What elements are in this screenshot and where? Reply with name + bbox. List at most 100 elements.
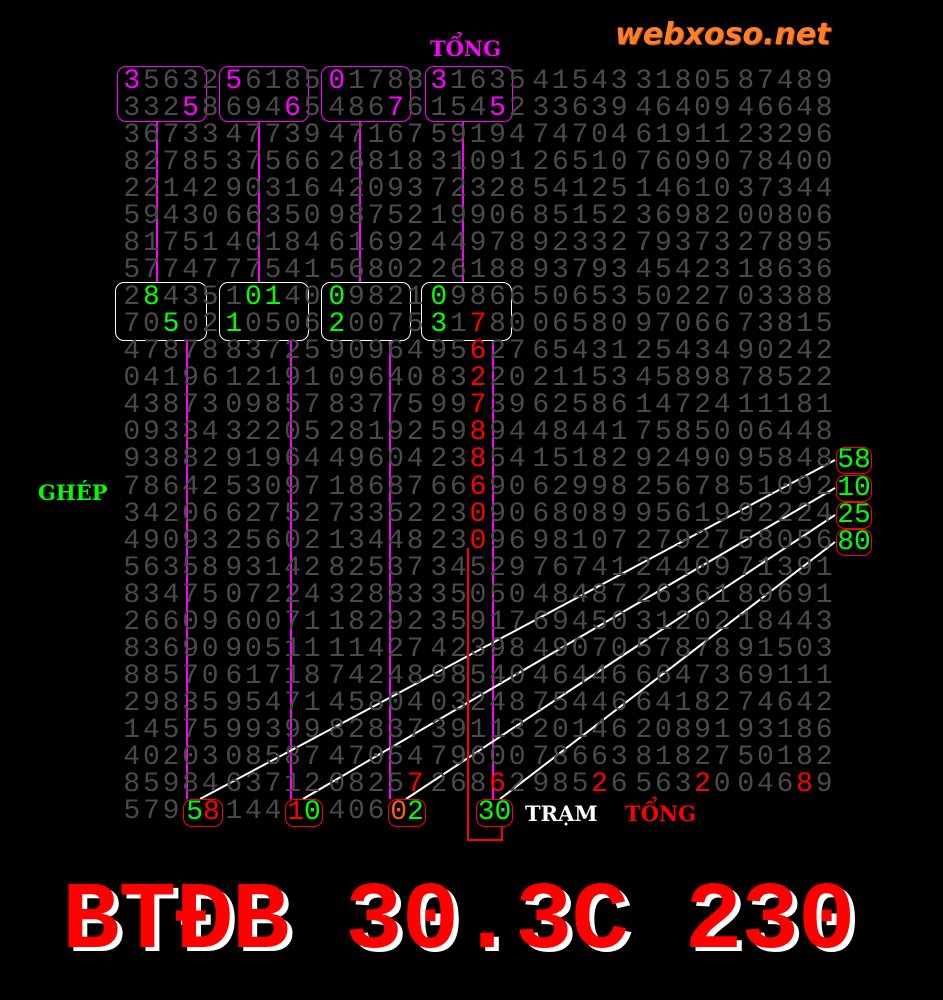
grid-number: 65431 <box>532 336 628 368</box>
grid-number: 09640 <box>328 363 424 395</box>
grid-number: 26361 <box>635 579 731 611</box>
grid-number: 01788 <box>328 65 424 97</box>
grid-number: 47878 <box>123 336 219 368</box>
grid-number: 92224 <box>737 498 833 530</box>
grid-number: 57878 <box>635 633 731 665</box>
grid-number: 93186 <box>737 715 833 747</box>
grid-number: 12191 <box>225 363 321 395</box>
grid-number: 78642 <box>123 471 219 503</box>
pair-digits: 10 <box>287 797 321 828</box>
grid-number: 13448 <box>328 525 424 557</box>
grid-number: 49093 <box>123 525 219 557</box>
grid-number: 93882 <box>123 444 219 476</box>
grid-number: 75850 <box>635 417 731 449</box>
pair-digits: 80 <box>837 527 871 558</box>
grid-number: 48676 <box>328 92 424 124</box>
grid-number: 64182 <box>635 688 731 720</box>
grid-number: 74704 <box>532 119 628 151</box>
grid-number: 56320 <box>635 769 731 801</box>
grid-number: 68089 <box>532 498 628 530</box>
grid-number: 34529 <box>430 552 526 584</box>
white-line <box>302 487 836 800</box>
grid-number: 40203 <box>123 742 219 774</box>
highlight-box-white <box>421 282 512 341</box>
grid-number: 25434 <box>635 336 731 368</box>
grid-number: 46446 <box>532 661 628 693</box>
grid-number: 26188 <box>430 254 526 286</box>
grid-number: 83725 <box>225 336 321 368</box>
grid-number: 31780 <box>430 309 526 341</box>
grid-number: 144 <box>225 796 282 828</box>
right-pair-box: 80 <box>836 527 872 558</box>
label-tong-top: TỔNG <box>430 36 502 61</box>
white-line <box>199 459 836 800</box>
grid-number: 69450 <box>532 606 628 638</box>
grid-number: 48487 <box>532 579 628 611</box>
grid-number: 36733 <box>123 119 219 151</box>
right-pair-box: 25 <box>836 500 872 531</box>
grid-number: 75446 <box>532 688 628 720</box>
grid-number: 18443 <box>737 606 833 638</box>
grid-number: 46409 <box>635 92 731 124</box>
grid-number: 29835 <box>123 688 219 720</box>
grid-number: 31635 <box>430 65 526 97</box>
grid-number: 98540 <box>430 661 526 693</box>
grid-number: 03388 <box>737 282 833 314</box>
grid-number: 32205 <box>225 417 321 449</box>
grid-number: 06448 <box>737 417 833 449</box>
grid-number: 34206 <box>123 498 219 530</box>
grid-number: 14724 <box>635 390 731 422</box>
grid-number: 28192 <box>328 417 424 449</box>
grid-number: 62586 <box>532 390 628 422</box>
grid-number: 66350 <box>225 200 321 232</box>
white-line <box>405 514 836 800</box>
pair-digits: 25 <box>837 500 871 531</box>
grid-number: 76741 <box>532 552 628 584</box>
pair-digits: 02 <box>390 797 424 828</box>
grid-number: 23854 <box>430 444 526 476</box>
grid-number: 61718 <box>225 661 321 693</box>
grid-number: 579 <box>123 796 180 828</box>
grid-number: 90316 <box>225 173 321 205</box>
grid-number: 90964 <box>328 336 424 368</box>
grid-number: 08587 <box>225 742 321 774</box>
grid-number: 23296 <box>737 119 833 151</box>
grid-number: 22142 <box>123 173 219 205</box>
grid-number: 50227 <box>635 282 731 314</box>
grid-number: 10506 <box>225 309 321 341</box>
grid-number: 11181 <box>737 390 833 422</box>
grid-number: 82785 <box>123 146 219 178</box>
grid-number: 06580 <box>532 309 628 341</box>
grid-number: 82537 <box>328 552 424 584</box>
grid-number: 83690 <box>123 633 219 665</box>
grid-number: 11427 <box>328 633 424 665</box>
grid-number: 61911 <box>635 119 731 151</box>
right-pair-box: 10 <box>836 475 872 503</box>
grid-number: 73352 <box>328 498 424 530</box>
grid-number: 56802 <box>328 254 424 286</box>
grid-number: 85984 <box>123 769 219 801</box>
grid-number: 83220 <box>430 363 526 395</box>
grid-number: 31805 <box>635 65 731 97</box>
grid-number: 36982 <box>635 200 731 232</box>
grid-number: 49604 <box>328 444 424 476</box>
grid-number: 28435 <box>123 282 219 314</box>
grid-number: 95619 <box>635 498 731 530</box>
grid-number: 99739 <box>430 390 526 422</box>
grid-number: 88570 <box>123 661 219 693</box>
grid-number: 59894 <box>430 417 526 449</box>
grid-number: 42093 <box>328 173 424 205</box>
grid-number: 63712 <box>225 769 321 801</box>
grid-number: 31202 <box>635 606 731 638</box>
grid-number: 69111 <box>737 661 833 693</box>
grid-number: 50653 <box>532 282 628 314</box>
grid-number: 56358 <box>123 552 219 584</box>
grid-number: 20146 <box>532 715 628 747</box>
grid-number: 26818 <box>328 146 424 178</box>
grid-number: 45804 <box>328 688 424 720</box>
grid-number: 98526 <box>532 769 628 801</box>
grid-number: 79373 <box>635 227 731 259</box>
grid-number: 79600 <box>430 742 526 774</box>
